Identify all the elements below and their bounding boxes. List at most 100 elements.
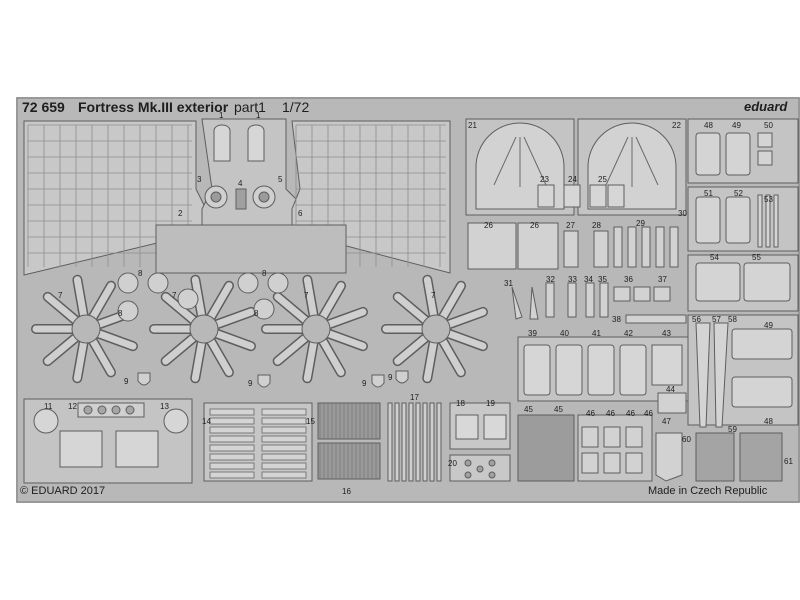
part-number-p8a: 8 — [138, 269, 143, 278]
part-number-p29: 29 — [636, 219, 645, 228]
part-number-p46b: 46 — [606, 409, 615, 418]
part-number-p26a: 26 — [484, 221, 493, 230]
part-number-p7c: 7 — [304, 291, 309, 300]
part-number-p60: 60 — [682, 435, 691, 444]
part-number-p32: 32 — [546, 275, 555, 284]
part-number-p40: 40 — [560, 329, 569, 338]
part-number-p39: 39 — [528, 329, 537, 338]
part-number-p8b: 8 — [118, 309, 123, 318]
part-number-p55: 55 — [752, 253, 761, 262]
part-number-p38: 38 — [612, 315, 621, 324]
part-number-p4: 4 — [238, 179, 243, 188]
engine-cowl-parts — [31, 274, 489, 384]
part-number-p58: 58 — [728, 315, 737, 324]
part-number-p53: 53 — [764, 195, 773, 204]
part-number-p28: 28 — [592, 221, 601, 230]
parts-31-38 — [511, 282, 687, 324]
part-number-p56: 56 — [692, 315, 701, 324]
part-14-15-group — [203, 402, 313, 482]
brand-logo: eduard — [744, 99, 788, 114]
part-number-p12: 12 — [68, 402, 77, 411]
part-number-p31: 31 — [504, 279, 513, 288]
part-number-p9b: 9 — [248, 379, 253, 388]
part-number-p22: 22 — [672, 121, 681, 130]
part-number-p49b: 49 — [764, 321, 773, 330]
part-number-p57: 57 — [712, 315, 721, 324]
parts-39-43 — [517, 336, 691, 402]
part-number-p1a: 1 — [219, 111, 224, 120]
part-number-p5: 5 — [278, 175, 283, 184]
part-number-p13: 13 — [160, 402, 169, 411]
part-number-p9c: 9 — [362, 379, 367, 388]
part-number-p18: 18 — [456, 399, 465, 408]
product-name: Fortress Mk.III exterior — [78, 99, 229, 115]
part-number-p8c: 8 — [262, 269, 267, 278]
parts-48-61 — [687, 118, 799, 482]
part-number-p3: 3 — [197, 175, 202, 184]
part-number-p24: 24 — [568, 175, 577, 184]
parts-26-30 — [467, 222, 679, 270]
product-number: 72 659 — [22, 99, 65, 115]
part-number-p46a: 46 — [586, 409, 595, 418]
part-number-p51: 51 — [704, 189, 713, 198]
part-18-20-group — [449, 402, 511, 482]
part-number-p41: 41 — [592, 329, 601, 338]
part-number-p35: 35 — [598, 275, 607, 284]
part-number-p30: 30 — [678, 209, 687, 218]
part-number-p21: 21 — [468, 121, 477, 130]
parts-44-47 — [517, 392, 687, 482]
part-number-p50: 50 — [764, 121, 773, 130]
part-11-13-group — [23, 398, 193, 484]
part-number-p34: 34 — [584, 275, 593, 284]
part-number-p36: 36 — [624, 275, 633, 284]
part-number-p46d: 46 — [644, 409, 653, 418]
part-number-p54: 54 — [710, 253, 719, 262]
part-16-mesh — [317, 402, 381, 480]
part-number-p49a: 49 — [732, 121, 741, 130]
part-number-p17: 17 — [410, 393, 419, 402]
part-number-p14: 14 — [202, 417, 211, 426]
part-number-p46c: 46 — [626, 409, 635, 418]
origin-text: Made in Czech Republic — [648, 485, 768, 497]
part-number-p25: 25 — [598, 175, 607, 184]
parts-23-25 — [537, 184, 625, 208]
small-shields — [137, 370, 409, 388]
part-number-p33: 33 — [568, 275, 577, 284]
copyright-text: © EDUARD 2017 — [20, 485, 106, 497]
part-number-p7b: 7 — [172, 291, 177, 300]
photo-etch-fret: 72 659 Fortress Mk.III exterior part1 1/… — [16, 97, 800, 503]
part-number-p45a: 45 — [524, 405, 533, 414]
part-number-p27: 27 — [566, 221, 575, 230]
part-number-p9d: 9 — [388, 373, 393, 382]
fret-frame — [16, 97, 800, 503]
part-number-p7a: 7 — [58, 291, 63, 300]
parts-drawing — [16, 97, 800, 503]
part-number-p8d: 8 — [254, 309, 259, 318]
part-number-p44: 44 — [666, 385, 675, 394]
part-number-p2: 2 — [178, 209, 183, 218]
scale-label: 1/72 — [282, 99, 310, 115]
part-number-p42: 42 — [624, 329, 633, 338]
part-number-p61: 61 — [784, 457, 793, 466]
part-number-p1b: 1 — [256, 111, 261, 120]
part-number-p19: 19 — [486, 399, 495, 408]
part-number-p43: 43 — [662, 329, 671, 338]
centre-strip — [155, 224, 347, 274]
engine-discs — [117, 272, 289, 322]
part-number-p9a: 9 — [124, 377, 129, 386]
part-17-rails — [387, 402, 442, 482]
part-label-title: part1 — [234, 99, 266, 115]
part-number-p47: 47 — [662, 417, 671, 426]
part-number-p52: 52 — [734, 189, 743, 198]
part-number-p15: 15 — [306, 417, 315, 426]
part-number-p48b: 48 — [764, 417, 773, 426]
turret-21 — [465, 118, 575, 216]
part-number-p6: 6 — [298, 209, 303, 218]
part-number-p11: 11 — [44, 402, 53, 411]
part-number-p59: 59 — [728, 425, 737, 434]
part-number-p7d: 7 — [431, 291, 436, 300]
part-number-p37: 37 — [658, 275, 667, 284]
part-number-p48a: 48 — [704, 121, 713, 130]
control-frame — [201, 118, 307, 226]
part-number-p20: 20 — [448, 459, 457, 468]
